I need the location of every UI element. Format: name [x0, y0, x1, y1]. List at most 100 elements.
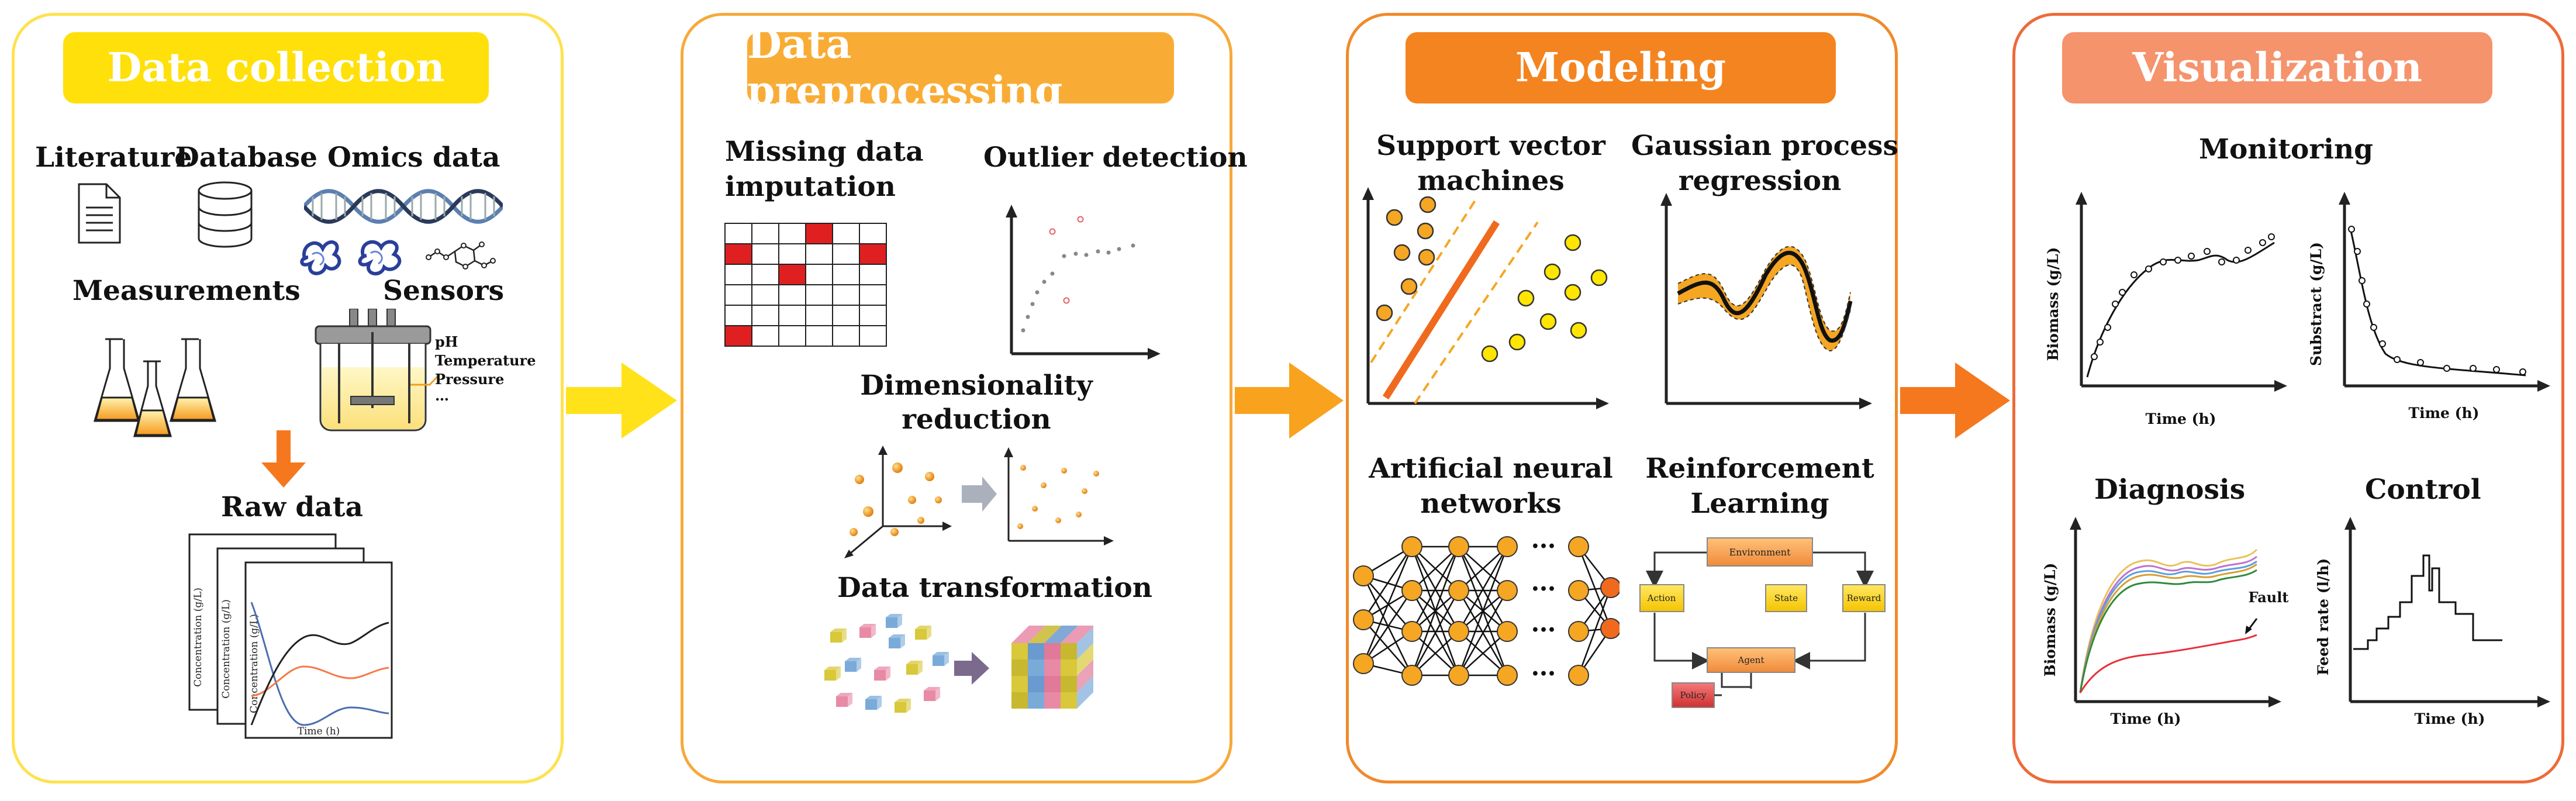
grid-cell [751, 284, 779, 306]
grid-cell-missing [859, 243, 887, 265]
big-cube-top-cell [1028, 626, 1062, 643]
big-cube-top-cell [1061, 626, 1093, 643]
grid-cell-missing [724, 325, 752, 347]
small-cube-top [830, 629, 847, 632]
ann-node [1568, 665, 1589, 686]
small-cube-top [924, 687, 940, 690]
ann-node [1448, 536, 1469, 557]
small-cube [836, 696, 848, 707]
ann-output-node [1600, 577, 1620, 598]
grid-cell [832, 264, 860, 285]
grid-cell [724, 223, 752, 244]
sensor-ph: pH [435, 333, 458, 350]
label-sensors: Sensors [383, 275, 505, 307]
sensor-more: … [435, 387, 449, 404]
small-cube [824, 670, 836, 681]
label-control: Control [2365, 474, 2481, 506]
small-cube [874, 670, 886, 681]
small-cube-top [933, 652, 949, 655]
big-cube-side-cell [1077, 643, 1093, 676]
label-missing-data: Missing data [725, 136, 924, 168]
ann-edge [1411, 631, 1459, 676]
label-learning: Learning [1690, 488, 1829, 520]
small-cube-side [857, 658, 861, 672]
panel-title-modeling: Modeling [1406, 32, 1836, 103]
grid-cell [832, 284, 860, 306]
ann-edge [1458, 546, 1508, 632]
ann-node [1353, 565, 1374, 586]
monitoring-substrate-chart: Substract (g/L) Time (h) [2308, 192, 2550, 422]
ann-edge [1411, 546, 1459, 591]
rl-environment: Environment [1729, 547, 1791, 558]
small-cube-side [906, 699, 911, 713]
monitoring-substrate-ylabel: Substract (g/L) [2308, 242, 2325, 366]
flasks-icon [94, 338, 216, 437]
ann-node [1568, 536, 1589, 557]
ann-edge [1577, 587, 1612, 676]
label-gaussian-process: Gaussian process [1631, 130, 1898, 162]
small-cube-top [836, 693, 852, 696]
arrow-preprocessing-to-modeling [1235, 362, 1344, 439]
grid-cell [832, 223, 860, 244]
grid-cell [805, 284, 833, 306]
label-reinforcement: Reinforcement [1645, 453, 1874, 485]
big-cube-front-cell [1011, 643, 1028, 660]
big-cube-front-cell [1061, 660, 1077, 676]
big-cube-front-cell [1061, 692, 1077, 709]
grid-cell [832, 243, 860, 265]
label-artificial-neural: Artificial neural [1369, 453, 1613, 485]
ann-node [1401, 580, 1422, 601]
ann-node [1448, 665, 1469, 686]
neural-network-graphic: ••• ••• ••• ••• [1353, 536, 1620, 686]
small-cube-side [927, 626, 931, 640]
ann-node [1568, 621, 1589, 642]
small-cube [830, 632, 842, 643]
arrow-down-to-raw-data [261, 430, 306, 488]
monitoring-biomass-xlabel: Time (h) [2146, 410, 2216, 427]
small-cube-top [865, 696, 882, 699]
small-cube-top [915, 626, 931, 629]
grid-cell [859, 264, 887, 285]
label-database: Database [175, 141, 318, 174]
ann-node [1401, 536, 1422, 557]
big-cube-front-cell [1028, 676, 1044, 692]
big-cube-front-cell [1061, 643, 1077, 660]
label-dimensionality: Dimensionality [860, 370, 1093, 402]
bioreactor-icon [315, 309, 441, 431]
grid-cell [805, 325, 833, 347]
ann-edge [1577, 546, 1612, 629]
small-cube [895, 702, 906, 713]
label-support-vector: Support vector [1376, 130, 1605, 162]
small-cube-side [848, 693, 852, 707]
grid-cell [778, 223, 806, 244]
small-cube-top [845, 658, 861, 661]
ann-edge [1411, 546, 1460, 676]
label-reduction: reduction [902, 403, 1051, 436]
small-cube [886, 617, 897, 628]
data-transformation-graphic [824, 614, 1093, 713]
grid-cell [805, 243, 833, 265]
big-cube-front-cell [1011, 692, 1028, 709]
small-cube-side [886, 667, 890, 681]
big-cube-front-cell [1061, 676, 1077, 692]
grid-cell [724, 284, 752, 306]
ann-ellipsis-4: ••• [1531, 667, 1556, 682]
small-cube [865, 699, 877, 710]
grid-cell [751, 264, 779, 285]
big-cube-top-cell [1011, 626, 1045, 643]
protein-icon [300, 240, 402, 276]
big-cube-front-cell [1044, 643, 1061, 660]
ann-output-node [1600, 618, 1620, 639]
small-cube-side [897, 614, 902, 628]
grid-cell [724, 264, 752, 285]
small-cube-top [874, 667, 890, 670]
grid-cell [751, 305, 779, 326]
small-cube-side [918, 661, 923, 675]
dimensionality-reduction-graphic [844, 446, 1114, 558]
panel-title-visualization: Visualization [2062, 32, 2492, 103]
panel-title-data-collection: Data collection [63, 32, 489, 103]
grid-cell [859, 223, 887, 244]
missing-data-grid [724, 223, 887, 347]
small-cube [845, 661, 857, 672]
raw-ylabel-3: Concentration (g/L) [248, 614, 260, 713]
